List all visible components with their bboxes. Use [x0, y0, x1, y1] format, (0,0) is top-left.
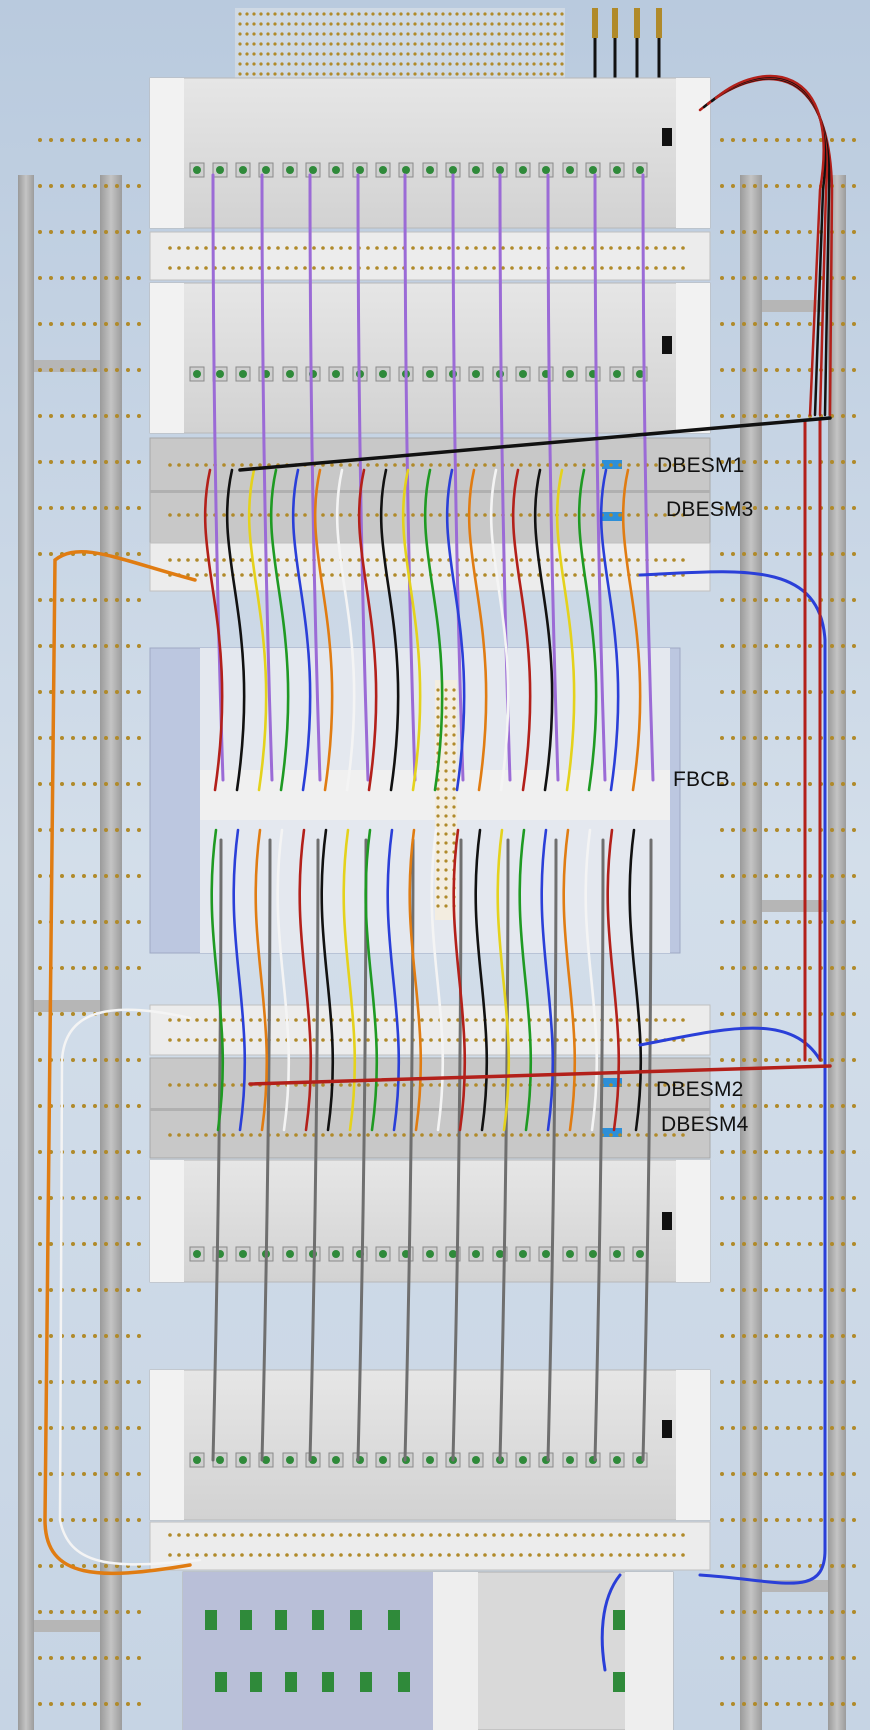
fbcb-block: [149, 647, 681, 954]
rack-post-left: [18, 175, 122, 1730]
cable-bundle: [43, 74, 834, 1672]
label-dbesm2: DBESM2: [656, 1078, 744, 1101]
label-dbesm3: DBESM3: [666, 498, 754, 521]
rack-post-right: [740, 175, 846, 1730]
label-fbcb: FBCB: [673, 768, 730, 791]
chassis-bottom-2: [149, 1369, 711, 1571]
label-dbesm1: DBESM1: [657, 454, 745, 477]
blue-led-icon: [602, 512, 622, 521]
power-modules-bottom: [182, 1571, 674, 1730]
chassis-top-1: [149, 77, 711, 229]
black-module-icon: [662, 128, 672, 146]
top-breadboard: [235, 8, 662, 78]
chassis-top-2: [149, 231, 711, 434]
chassis-bottom-1: [149, 1159, 711, 1283]
chassis-connectors: [189, 162, 648, 1468]
label-dbesm4: DBESM4: [661, 1113, 749, 1136]
